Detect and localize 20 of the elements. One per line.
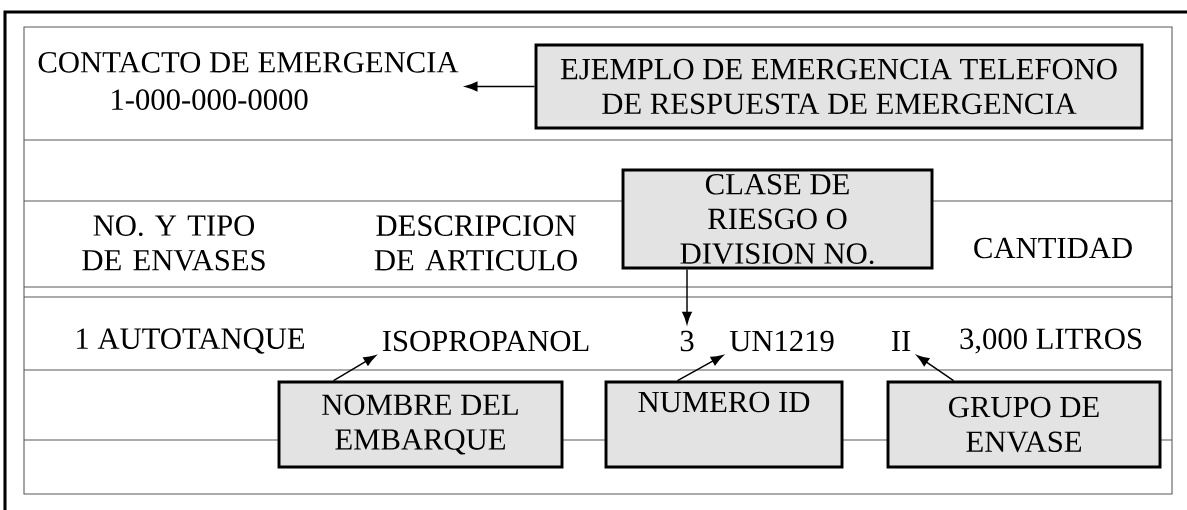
arrow <box>332 355 376 382</box>
table-text: 1 AUTOTANQUE <box>77 328 305 354</box>
callout-box: EJEMPLO DE EMERGENCIA TELEFONO DE RESPUESTA DE EMERGENCIA <box>534 43 1144 130</box>
arrow <box>676 354 724 382</box>
table-text: 3 <box>680 330 694 352</box>
column-header: NO. Y TIPO DE ENVASES <box>82 215 265 271</box>
column-header: DESCRIPCION DE ARTICULO <box>374 215 577 271</box>
callout-box: NOMBRE DEL EMBARQUE <box>277 380 564 469</box>
table-text: UN1219 <box>729 330 834 352</box>
contact-text: CONTACTO DE EMERGENCIA 1-000-000-0000 <box>38 52 459 110</box>
column-header: CANTIDAD <box>974 237 1132 259</box>
table-text: ISOPROPANOL <box>382 330 589 352</box>
arrow <box>916 355 955 382</box>
table-text: 3,000 LITROS <box>960 328 1142 354</box>
table-text: II <box>891 330 911 352</box>
callout-box: NUMERO ID <box>604 380 844 469</box>
arrow <box>465 81 536 92</box>
arrow <box>682 268 692 325</box>
callout-box: CLASE DE RIESGO O DIVISION NO. <box>621 168 934 270</box>
callout-box: GRUPO DE ENVASE <box>886 380 1162 469</box>
